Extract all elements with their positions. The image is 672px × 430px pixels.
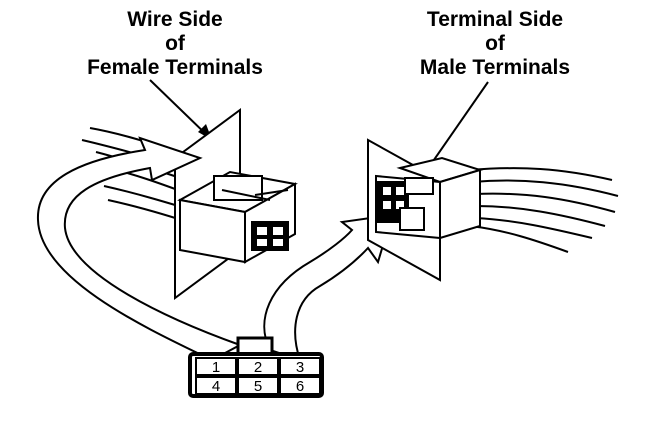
pin-number-1: 1 bbox=[212, 359, 220, 376]
pin-cavity-2 bbox=[237, 357, 279, 376]
right-caption: Terminal Side of Male Terminals bbox=[395, 8, 595, 80]
right-wire-bundle bbox=[469, 167, 619, 253]
pin-number-6: 6 bbox=[296, 378, 304, 395]
pinout-diagram: 1 2 3 4 5 6 bbox=[188, 336, 324, 398]
female-connector bbox=[177, 170, 298, 264]
left-caption-line-3: Female Terminals bbox=[87, 56, 263, 79]
right-caption-line-2: of bbox=[485, 32, 505, 55]
pin-number-4: 4 bbox=[212, 378, 220, 395]
male-connector bbox=[375, 156, 484, 240]
right-caption-line-1: Terminal Side bbox=[426, 8, 564, 31]
right-caption-line-3: Male Terminals bbox=[419, 56, 571, 79]
left-caption-line-1: Wire Side bbox=[127, 8, 223, 31]
left-curved-arrow bbox=[36, 136, 243, 362]
pin-number-3: 3 bbox=[296, 359, 304, 376]
left-caption-line-2: of bbox=[165, 32, 185, 55]
pin-cavity-4 bbox=[195, 376, 237, 395]
pin-cavity-5 bbox=[237, 376, 279, 395]
pin-number-2: 2 bbox=[254, 359, 262, 376]
pin-cavity-1 bbox=[195, 357, 237, 376]
pin-cavity-6 bbox=[279, 376, 321, 395]
pin-cavity-3 bbox=[279, 357, 321, 376]
left-caption: Wire Side of Female Terminals bbox=[80, 8, 270, 80]
pin-number-5: 5 bbox=[254, 378, 262, 395]
